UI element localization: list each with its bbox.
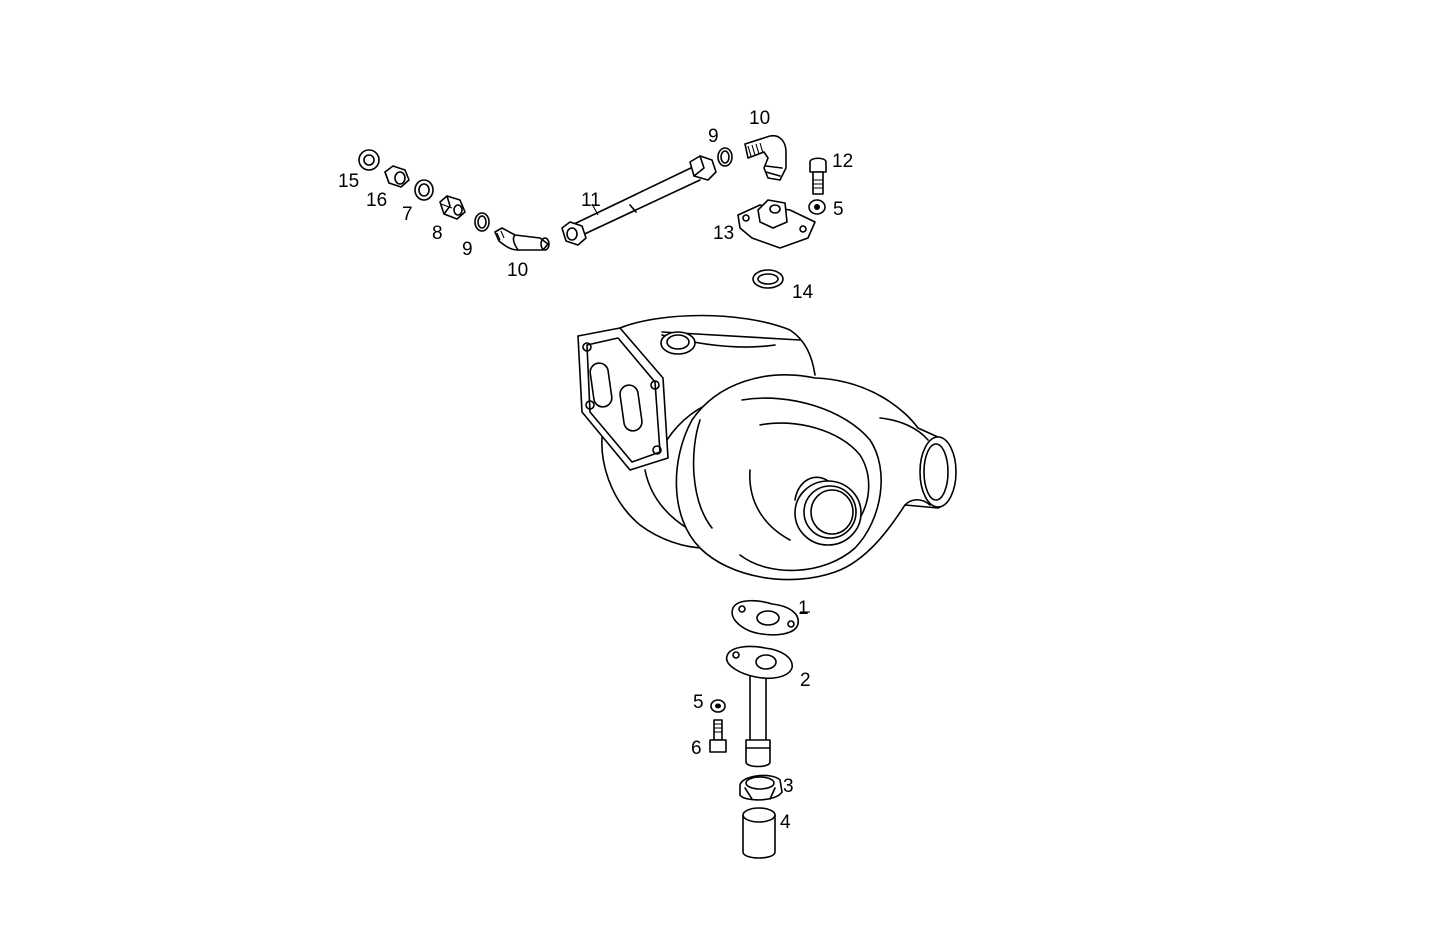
callout-13: 13 (713, 223, 735, 244)
callout-3: 3 (783, 776, 794, 797)
nut-3 (739, 774, 783, 801)
o-ring-14 (752, 269, 784, 289)
banjo-elbow-10-left (494, 227, 550, 251)
callout-14: 14 (792, 282, 814, 303)
callout-10-left: 10 (507, 260, 529, 281)
oil-inlet-boss (660, 331, 696, 355)
union-8 (439, 195, 466, 220)
leader-lines (591, 203, 810, 613)
callout-2: 2 (800, 670, 811, 691)
oil-feed-line (358, 134, 827, 289)
turbine-inlet-flange (577, 327, 669, 471)
callout-9-right: 9 (708, 126, 719, 147)
bolt-12 (809, 157, 827, 195)
callout-15: 15 (338, 171, 360, 192)
oil-return-line (709, 599, 799, 859)
callout-10-right: 10 (749, 108, 771, 129)
banjo-elbow-10-right (744, 134, 787, 181)
washer-5-bottom (710, 699, 726, 713)
gasket-1 (731, 599, 799, 636)
callout-5-bottom: 5 (693, 692, 704, 713)
compressor-housing (675, 374, 957, 581)
oil-pipe-11 (561, 155, 717, 246)
callout-7: 7 (402, 204, 413, 225)
seal-ring-9-right (717, 147, 733, 167)
nut-16 (384, 165, 410, 188)
turbocharger-assembly (577, 314, 957, 581)
washer-15 (358, 149, 380, 171)
seal-ring-9-left (474, 212, 490, 232)
callout-5-top: 5 (833, 199, 844, 220)
washer-7 (414, 179, 434, 201)
callout-6: 6 (691, 738, 702, 759)
callout-12: 12 (832, 151, 854, 172)
callout-11: 11 (581, 190, 601, 211)
return-pipe-2 (725, 645, 793, 768)
callout-1: 1 (798, 598, 809, 619)
bolt-6 (709, 719, 727, 753)
adapter-flange-13 (737, 199, 816, 249)
callout-16: 16 (366, 190, 388, 211)
callout-9-left: 9 (462, 239, 473, 260)
hose-sleeve-4 (742, 807, 776, 859)
callout-4: 4 (780, 812, 791, 833)
washer-5-top (808, 199, 826, 215)
callout-8: 8 (432, 223, 443, 244)
